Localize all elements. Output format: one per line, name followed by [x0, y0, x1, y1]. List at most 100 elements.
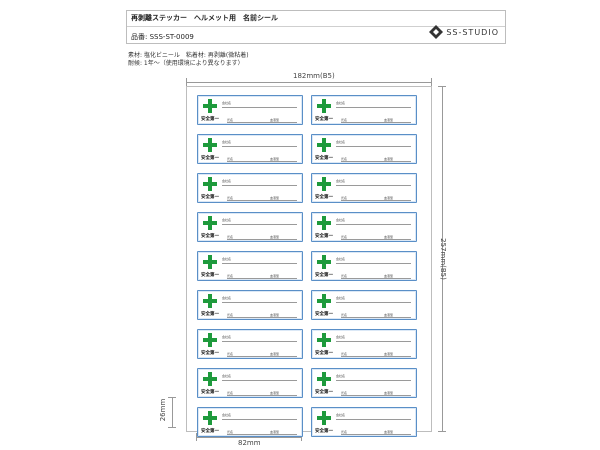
dimension-tick: [186, 78, 187, 86]
green-cross-icon: [317, 255, 331, 269]
header-divider: [127, 26, 505, 27]
company-label: 会社名: [336, 335, 346, 339]
company-label: 会社名: [222, 413, 232, 417]
sticker-sheet: 会社名 安全第一 氏名 血液型 会社名 安全第一 氏名 血液型 会社名 安全第一…: [186, 86, 432, 437]
blood-type-label: 血液型: [384, 235, 394, 239]
safety-first-text: 安全第一: [201, 234, 219, 239]
name-label: 氏名: [227, 196, 234, 200]
blood-type-label: 血液型: [270, 118, 280, 122]
company-label: 会社名: [336, 218, 346, 222]
company-label: 会社名: [222, 179, 232, 183]
name-write-line: [227, 200, 297, 201]
green-cross-icon: [203, 177, 217, 191]
safety-first-text: 安全第一: [315, 273, 333, 278]
green-cross-icon: [317, 411, 331, 425]
green-cross-icon: [317, 177, 331, 191]
name-write-line: [341, 239, 411, 240]
name-label: 氏名: [227, 157, 234, 161]
name-sticker: 会社名 安全第一 氏名 血液型: [311, 329, 417, 359]
name-label: 氏名: [227, 274, 234, 278]
company-write-line: [336, 146, 411, 147]
dimension-tick: [196, 433, 197, 441]
safety-first-text: 安全第一: [201, 195, 219, 200]
green-cross-icon: [317, 294, 331, 308]
green-cross-icon: [203, 372, 217, 386]
company-write-line: [336, 380, 411, 381]
sheet-height-label: 257mm(B5): [439, 238, 447, 280]
name-sticker: 会社名 安全第一 氏名 血液型: [197, 368, 303, 398]
blood-type-label: 血液型: [384, 313, 394, 317]
name-write-line: [227, 356, 297, 357]
name-write-line: [341, 200, 411, 201]
name-label: 氏名: [341, 391, 348, 395]
name-label: 氏名: [341, 196, 348, 200]
green-cross-icon: [317, 372, 331, 386]
sheet-height-dimension-line: [442, 86, 443, 432]
safety-first-text: 安全第一: [315, 390, 333, 395]
name-sticker: 会社名 安全第一 氏名 血液型: [311, 212, 417, 242]
green-cross-icon: [203, 138, 217, 152]
name-write-line: [227, 317, 297, 318]
blood-type-label: 血液型: [384, 274, 394, 278]
company-write-line: [222, 263, 297, 264]
green-cross-icon: [203, 255, 217, 269]
green-cross-icon: [317, 333, 331, 347]
blood-type-label: 血液型: [384, 430, 394, 434]
name-label: 氏名: [341, 157, 348, 161]
green-cross-icon: [203, 411, 217, 425]
name-write-line: [227, 122, 297, 123]
name-sticker: 会社名 安全第一 氏名 血液型: [311, 290, 417, 320]
name-label: 氏名: [227, 352, 234, 356]
name-sticker: 会社名 安全第一 氏名 血液型: [197, 173, 303, 203]
product-header: 再剥離ステッカー ヘルメット用 名前シール 品番: SSS-ST-0009 SS…: [126, 10, 506, 44]
name-label: 氏名: [341, 352, 348, 356]
blood-type-label: 血液型: [270, 196, 280, 200]
dimension-tick: [431, 78, 432, 86]
dimension-tick: [301, 433, 302, 441]
company-label: 会社名: [336, 374, 346, 378]
green-cross-icon: [317, 138, 331, 152]
name-label: 氏名: [341, 313, 348, 317]
company-label: 会社名: [222, 257, 232, 261]
blood-type-label: 血液型: [270, 313, 280, 317]
safety-first-text: 安全第一: [201, 312, 219, 317]
company-write-line: [222, 302, 297, 303]
sheet-width-label: 182mm(B5): [293, 72, 335, 80]
company-write-line: [336, 341, 411, 342]
name-write-line: [341, 395, 411, 396]
safety-first-text: 安全第一: [201, 156, 219, 161]
name-sticker: 会社名 安全第一 氏名 血液型: [311, 134, 417, 164]
name-write-line: [341, 317, 411, 318]
green-cross-icon: [203, 333, 217, 347]
name-label: 氏名: [341, 430, 348, 434]
sticker-height-dimension-line: [172, 397, 173, 428]
name-label: 氏名: [227, 235, 234, 239]
name-sticker: 会社名 安全第一 氏名 血液型: [197, 407, 303, 437]
sticker-width-label: 82mm: [238, 439, 261, 447]
name-sticker: 会社名 安全第一 氏名 血液型: [197, 95, 303, 125]
name-write-line: [227, 161, 297, 162]
blood-type-label: 血液型: [270, 391, 280, 395]
company-label: 会社名: [336, 257, 346, 261]
sticker-grid: 会社名 安全第一 氏名 血液型 会社名 安全第一 氏名 血液型 会社名 安全第一…: [197, 95, 417, 437]
name-sticker: 会社名 安全第一 氏名 血液型: [311, 95, 417, 125]
sticker-height-label: 26mm: [159, 398, 167, 422]
name-write-line: [341, 278, 411, 279]
name-write-line: [227, 239, 297, 240]
dimension-tick: [438, 86, 446, 87]
name-write-line: [341, 122, 411, 123]
green-cross-icon: [203, 294, 217, 308]
company-label: 会社名: [336, 140, 346, 144]
name-sticker: 会社名 安全第一 氏名 血液型: [311, 251, 417, 281]
company-label: 会社名: [222, 374, 232, 378]
brand-logo: SS-STUDIO: [429, 25, 499, 39]
name-write-line: [341, 161, 411, 162]
name-sticker: 会社名 安全第一 氏名 血液型: [197, 251, 303, 281]
blood-type-label: 血液型: [384, 118, 394, 122]
spec-material: 素材: 塩化ビニール 粘着材: 再剥離(微粘着): [128, 52, 249, 59]
safety-first-text: 安全第一: [201, 429, 219, 434]
safety-first-text: 安全第一: [315, 117, 333, 122]
green-cross-icon: [203, 99, 217, 113]
company-write-line: [222, 107, 297, 108]
company-write-line: [222, 185, 297, 186]
